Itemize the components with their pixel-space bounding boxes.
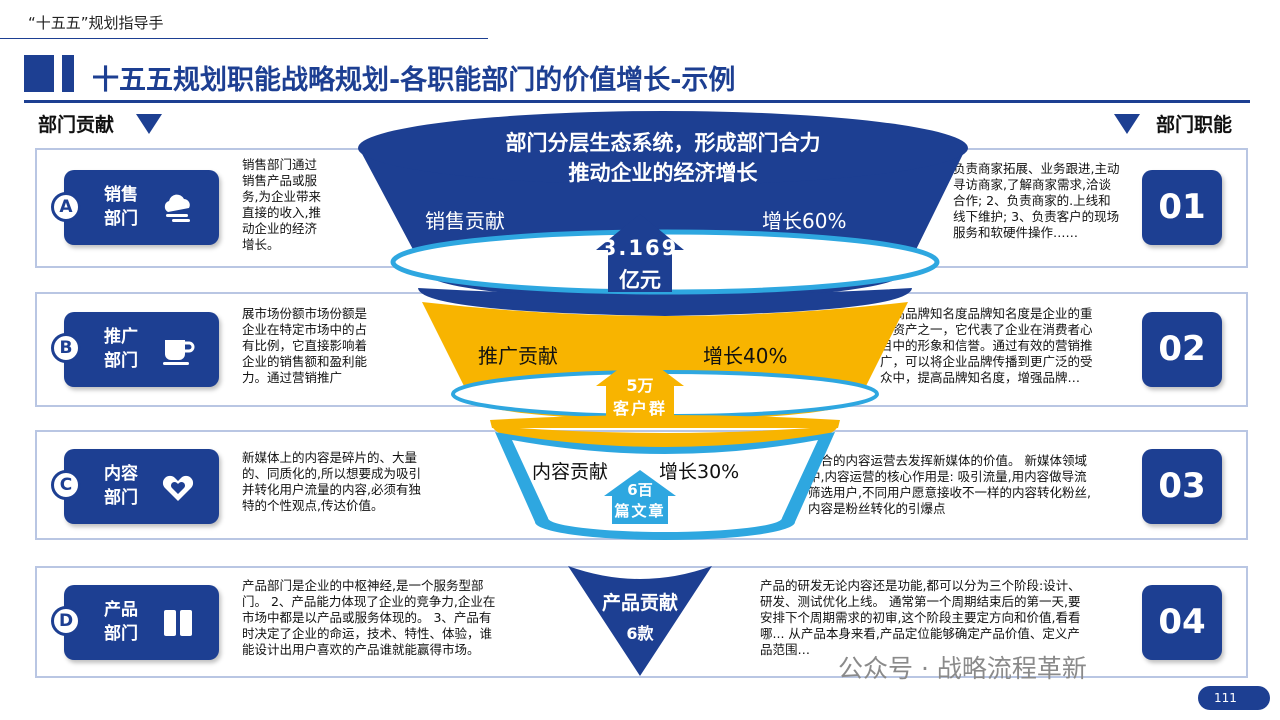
dept-box-content: 内容部门 — [64, 449, 219, 524]
left-description-a: 销售部门通过 销售产品或服 务,为企业带来 直接的收入,推 动企业的经济 增长。 — [242, 157, 362, 253]
title-accent-bar-small — [62, 55, 74, 92]
watermark: 公众号 · 战略流程革新 — [838, 654, 1087, 683]
funnel-level-3-inner — [512, 440, 818, 532]
left-description-c: 新媒体上的内容是碎片的、大量 的、同质化的,所以想要成为吸引 并转化用户流量的内… — [242, 450, 472, 514]
desc-text: 新媒体上的内容是碎片的、大量 的、同质化的,所以想要成为吸引 并转化用户流量的内… — [242, 450, 421, 513]
coffee-cup-icon — [163, 340, 195, 365]
number-badge-02: 02 — [1142, 312, 1222, 387]
header-rule — [0, 38, 488, 39]
desc-text: 整合的内容运营去发挥新媒体的价值。 新媒体领域 中,内容运营的核心作用是: 吸引… — [808, 453, 1091, 516]
desc-text: 展市场份额市场份额是 企业在特定市场中的占 有比例，它直接影响着 企业的销售额和… — [242, 306, 368, 385]
letter-badge-d: D — [51, 606, 81, 636]
number-badge-04: 04 — [1142, 585, 1222, 660]
level-2-value-unit: 客户群 — [612, 399, 667, 418]
funnel-top-line-1: 部门分层生态系统，形成部门合力 — [505, 131, 821, 155]
title-accent-bar — [24, 55, 54, 92]
document-name: “十五五”规划指导手 — [28, 14, 164, 32]
hearts-icon — [162, 475, 194, 501]
bottom-cone-title: 产品贡献 — [601, 592, 678, 614]
left-label-arrow-icon — [136, 114, 162, 134]
funnel-top-line-2: 推动企业的经济增长 — [568, 161, 758, 185]
bottom-cone-value: 6款 — [626, 624, 654, 643]
dept-name: 销售部门 — [104, 185, 138, 229]
right-description-c: 整合的内容运营去发挥新媒体的价值。 新媒体领域 中,内容运营的核心作用是: 吸引… — [808, 453, 1128, 517]
level-3-contribution: 内容贡献 — [532, 461, 609, 483]
right-column-label: 部门职能 — [1156, 114, 1233, 136]
level-2-contribution: 推广贡献 — [478, 344, 558, 368]
left-column-label: 部门贡献 — [38, 114, 115, 136]
number-badge-03: 03 — [1142, 449, 1222, 524]
level-1-value-number: 3.169 — [601, 236, 679, 260]
level-3-value-unit: 篇文章 — [614, 502, 666, 520]
dept-box-promotion: 推广部门 — [64, 312, 219, 387]
letter-badge-a: A — [51, 192, 81, 222]
level-1-growth: 增长60% — [762, 209, 847, 233]
dept-name: 产品部门 — [104, 600, 138, 644]
desc-text: 销售部门通过 销售产品或服 务,为企业带来 直接的收入,推 动企业的经济 增长。 — [242, 157, 321, 252]
dept-name: 内容部门 — [104, 464, 138, 508]
left-description-b: 展市场份额市场份额是 企业在特定市场中的占 有比例，它直接影响着 企业的销售额和… — [242, 306, 412, 386]
up-arrow-3-icon — [604, 470, 676, 524]
title-rule — [24, 100, 1250, 103]
right-label-arrow-icon — [1114, 114, 1140, 134]
cloud-icon — [164, 194, 190, 222]
letter-badge-c: C — [51, 470, 81, 500]
up-arrow-2-icon — [596, 353, 684, 420]
level-2-value-number: 5万 — [626, 376, 654, 395]
desc-text: 提高品牌知名度品牌知名度是企业的重 要资产之一，它代表了企业在消费者心 目中的形… — [880, 306, 1093, 385]
funnel-level-1-base — [418, 288, 912, 316]
dept-box-sales: 销售部门 — [64, 170, 219, 245]
left-description-d: 产品部门是企业的中枢神经,是一个服务型部 门。 2、产品能力体现了企业的竞争力,… — [242, 578, 532, 658]
level-3-value-number: 6百 — [627, 481, 653, 499]
desc-text: 产品部门是企业的中枢神经,是一个服务型部 门。 2、产品能力体现了企业的竞争力,… — [242, 578, 496, 657]
dept-name: 推广部门 — [104, 327, 138, 371]
page-title: 十五五规划职能战略规划-各职能部门的价值增长-示例 — [92, 65, 736, 96]
funnel-bottom-cone — [568, 566, 712, 676]
level-1-contribution: 销售贡献 — [425, 209, 505, 233]
right-description-b: 提高品牌知名度品牌知名度是企业的重 要资产之一，它代表了企业在消费者心 目中的形… — [880, 306, 1135, 386]
right-description-d: 产品的研发无论内容还是功能,都可以分为三个阶段:设计、 研发、测试优化上线。 通… — [760, 578, 1135, 658]
dept-box-product: 产品部门 — [64, 585, 219, 660]
level-3-growth: 增长30% — [659, 461, 740, 483]
number-badge-01: 01 — [1142, 170, 1222, 245]
desc-text: 负责商家拓展、业务跟进,主动 寻访商家,了解商家需求,洽谈 合作; 2、负责商家… — [953, 161, 1120, 240]
funnel-top-ellipse — [358, 111, 968, 185]
letter-badge-b: B — [51, 333, 81, 363]
page-number: 111 — [1198, 686, 1270, 710]
level-2-growth: 增长40% — [703, 344, 788, 368]
up-arrow-1-icon — [596, 214, 684, 292]
level-1-value-unit: 亿元 — [619, 268, 661, 292]
desc-text: 产品的研发无论内容还是功能,都可以分为三个阶段:设计、 研发、测试优化上线。 通… — [760, 578, 1081, 657]
right-description-a: 负责商家拓展、业务跟进,主动 寻访商家,了解商家需求,洽谈 合作; 2、负责商家… — [953, 161, 1143, 241]
book-icon — [164, 610, 192, 636]
